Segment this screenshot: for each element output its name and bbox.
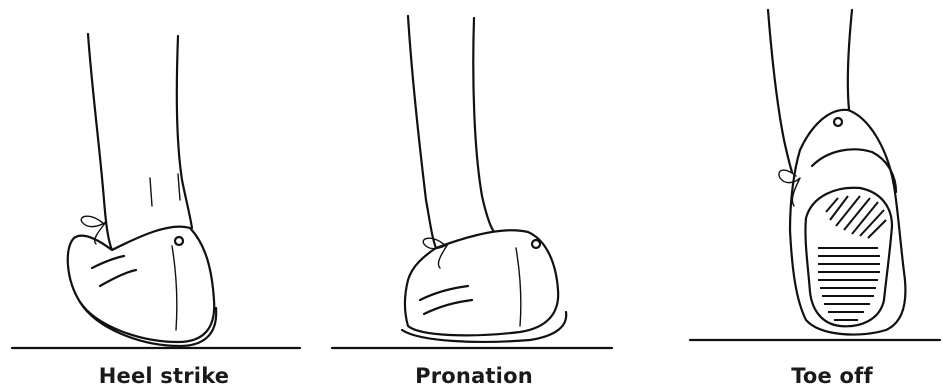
shoe-upper [405,230,558,335]
toe-off-drawing [690,10,940,340]
leg-back-outline [768,10,792,172]
leg-front-outline [848,10,852,118]
shoe-upper [790,110,905,335]
leg-back-outline [88,34,112,250]
pronation-drawing [332,16,612,348]
leg-front-outline [473,18,494,232]
leg-front-outline [177,36,192,228]
caption-pronation: Pronation [354,364,594,388]
caption-toe-off: Toe off [712,364,944,388]
caption-heel-strike: Heel strike [44,364,284,388]
shoe-upper [68,227,214,342]
heel-strike-drawing [12,34,300,348]
leg-back-outline [408,16,436,248]
ankle-shading [150,174,180,206]
